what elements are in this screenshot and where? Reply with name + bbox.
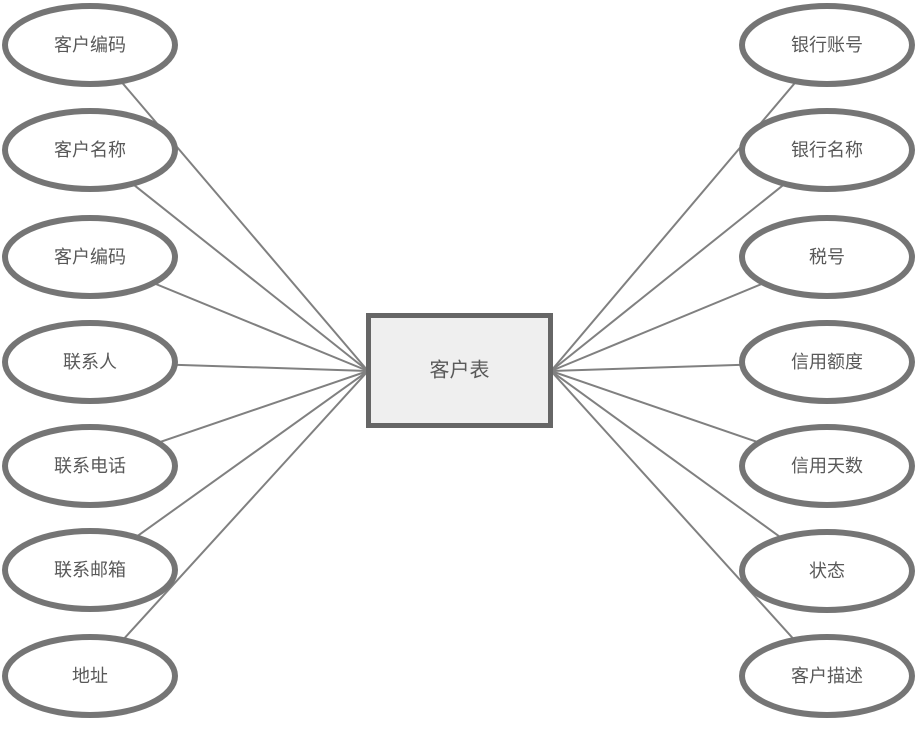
attribute-ellipse <box>739 634 915 718</box>
attribute-label: 银行名称 <box>791 140 863 160</box>
attribute-node: 联系人 <box>2 320 178 404</box>
attribute-node: 银行账号 <box>739 3 915 87</box>
attribute-label: 信用天数 <box>791 456 863 476</box>
attribute-node: 联系电话 <box>2 424 178 508</box>
attribute-ellipse <box>2 3 178 87</box>
attribute-ellipse <box>739 108 915 192</box>
attribute-node: 地址 <box>2 634 178 718</box>
attribute-ellipse <box>2 320 178 404</box>
connector-line <box>89 370 369 677</box>
attribute-ellipse <box>2 528 178 612</box>
entity-node: 客户表 <box>366 313 553 428</box>
attribute-node: 客户描述 <box>739 634 915 718</box>
attribute-ellipse <box>739 215 915 299</box>
attribute-label: 联系人 <box>63 352 117 372</box>
attribute-label: 客户描述 <box>791 666 863 686</box>
attribute-label: 客户名称 <box>54 140 126 160</box>
attribute-label: 客户编码 <box>54 35 126 55</box>
connector-line <box>550 370 828 677</box>
attribute-label: 联系邮箱 <box>54 560 126 580</box>
left-attribute-nodes: 客户编码 客户名称 客户编码 联系人 联系电话 联系邮箱 <box>2 3 178 718</box>
attribute-ellipse <box>2 108 178 192</box>
attribute-label: 税号 <box>809 247 845 267</box>
entity-rect <box>366 313 553 428</box>
attribute-ellipse <box>739 3 915 87</box>
attribute-ellipse <box>739 529 915 613</box>
attribute-label: 联系电话 <box>54 456 126 476</box>
right-attribute-nodes: 银行账号 银行名称 税号 信用额度 信用天数 状态 <box>739 3 915 718</box>
attribute-label: 客户编码 <box>54 247 126 267</box>
attribute-node: 信用额度 <box>739 320 915 404</box>
attribute-ellipse <box>2 634 178 718</box>
attribute-label: 信用额度 <box>791 352 863 372</box>
attribute-node: 信用天数 <box>739 424 915 508</box>
attribute-ellipse <box>2 215 178 299</box>
attribute-node: 银行名称 <box>739 108 915 192</box>
attribute-ellipse <box>2 424 178 508</box>
attribute-node: 状态 <box>739 529 915 613</box>
attribute-ellipse <box>739 424 915 508</box>
connector-line <box>550 44 828 372</box>
attribute-label: 地址 <box>72 666 108 686</box>
connector-line <box>89 149 369 372</box>
attribute-node: 客户编码 <box>2 215 178 299</box>
attribute-ellipse <box>739 320 915 404</box>
entity-label: 客户表 <box>430 359 490 382</box>
attribute-node: 客户名称 <box>2 108 178 192</box>
connector-line <box>550 149 828 372</box>
attribute-label: 银行账号 <box>791 35 863 55</box>
attribute-node: 税号 <box>739 215 915 299</box>
attribute-node: 客户编码 <box>2 3 178 87</box>
attribute-label: 状态 <box>809 561 845 581</box>
connector-line <box>89 44 369 372</box>
attribute-node: 联系邮箱 <box>2 528 178 612</box>
